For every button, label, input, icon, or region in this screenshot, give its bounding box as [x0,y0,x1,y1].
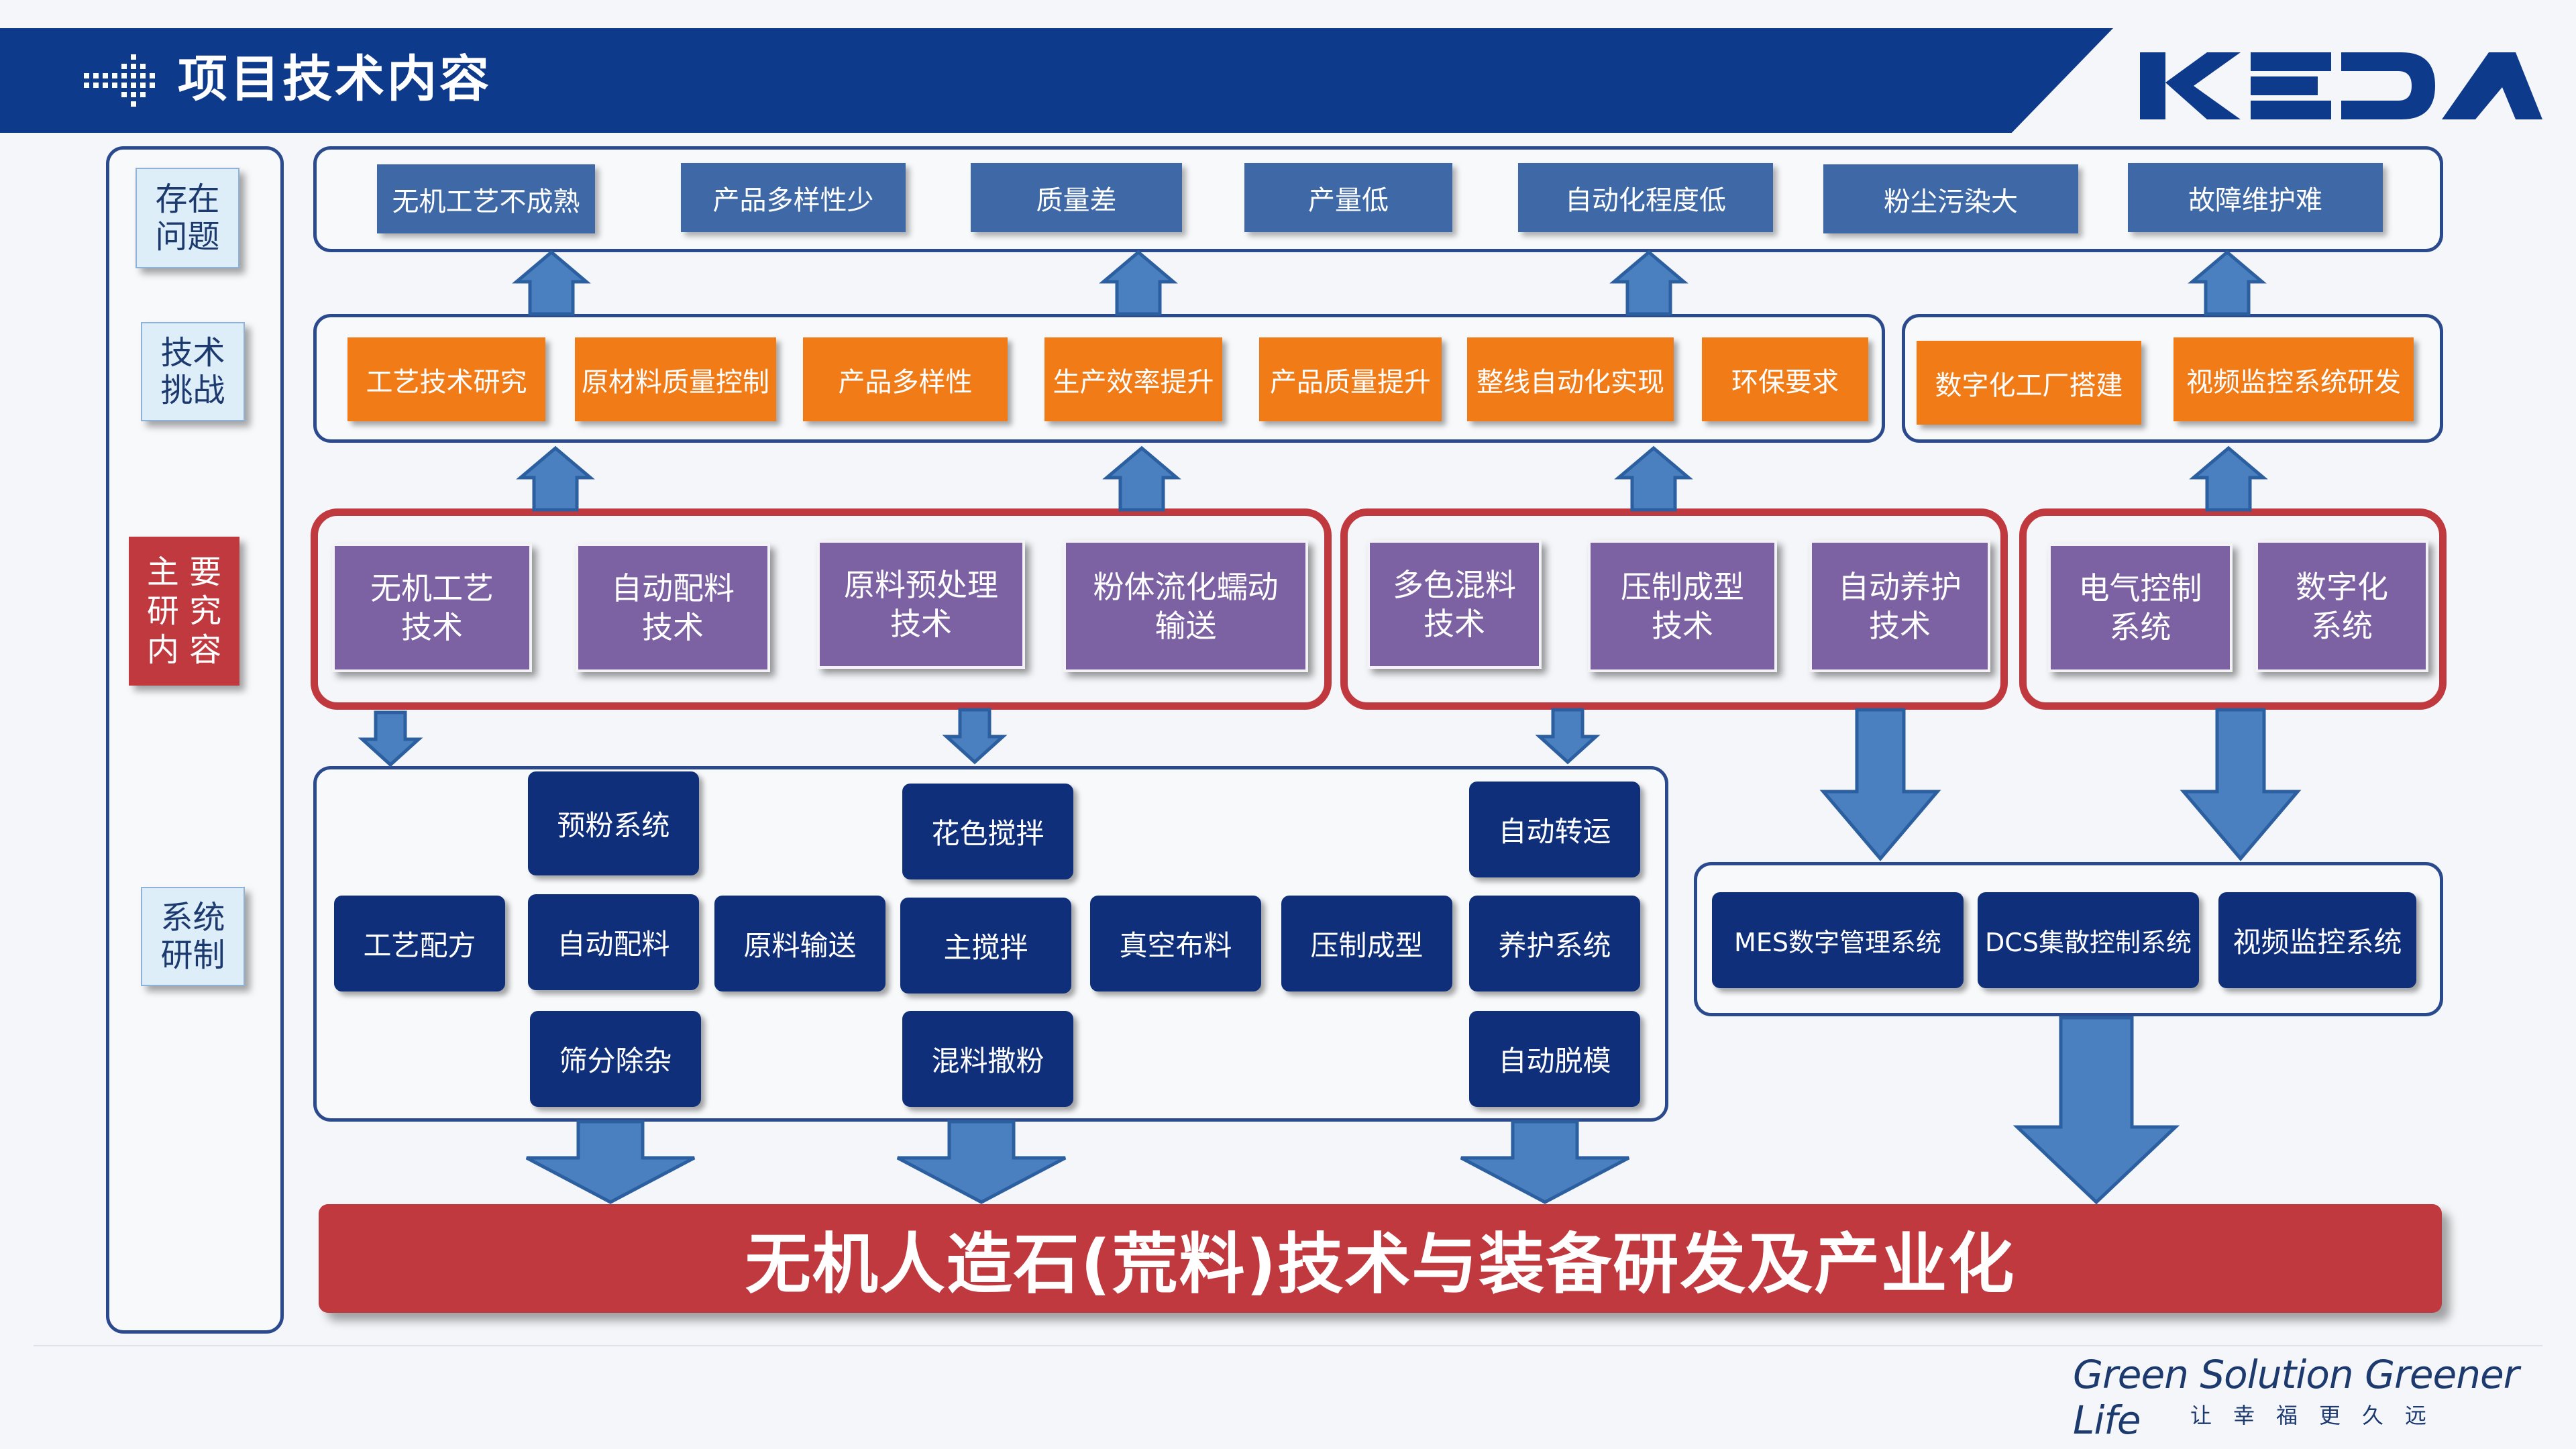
problem-low-diversity: 产品多样性少 [681,163,906,232]
system-powder-spreading: 混料撒粉 [902,1011,1073,1107]
arrow-down-8 [1460,1120,1630,1204]
system-main-mixing: 主搅拌 [900,898,1071,994]
header-bar [0,28,2113,133]
research-electric-control: 电气控制 系统 [2048,543,2233,672]
arrow-down-7 [896,1120,1067,1204]
problem-poor-quality: 质量差 [971,163,1182,232]
system-press-forming: 压制成型 [1281,896,1452,991]
arrow-up-1 [517,252,586,314]
challenge-digital-factory: 数字化工厂搭建 [1917,341,2141,425]
research-powder-conveying: 粉体流化蠕动 输送 [1063,540,1308,672]
arrow-up-2 [1104,252,1173,314]
problem-low-output: 产量低 [1244,163,1452,232]
challenge-video-monitoring: 视频监控系统研发 [2174,337,2414,421]
label-research: 主 要 研 究 内 容 [129,537,239,686]
research-material-pretreatment: 原料预处理 技术 [817,540,1025,669]
problem-maintenance: 故障维护难 [2128,163,2383,232]
arrow-down-4 [1819,708,1941,861]
system-material-conveying: 原料输送 [714,896,885,991]
arrow-down-3 [1540,710,1596,762]
problem-low-automation: 自动化程度低 [1518,163,1773,232]
system-auto-batching: 自动配料 [528,894,699,990]
challenge-quality-improve: 产品质量提升 [1259,337,1442,421]
research-group-equipment [1340,508,2008,710]
system-auto-demolding: 自动脱模 [1469,1011,1640,1107]
system-color-mixing: 花色搅拌 [902,784,1073,879]
slogan-chinese: 让幸福更久远 [2190,1403,2449,1428]
system-mes: MES数字管理系统 [1712,892,1964,988]
research-multicolor-mixing: 多色混料 技术 [1367,540,1542,669]
page-title: 项目技术内容 [178,50,492,108]
system-curing: 养护系统 [1469,896,1640,991]
arrow-down-6 [525,1120,696,1204]
arrow-down-1 [362,712,419,765]
system-screening: 筛分除杂 [530,1011,701,1107]
arrow-up-3 [1614,252,1684,314]
arrow-down-2 [947,710,1003,762]
challenge-environment: 环保要求 [1702,337,1868,421]
research-group-control [2019,508,2447,710]
system-auto-transfer: 自动转运 [1469,782,1640,877]
project-banner: 无机人造石(荒料)技术与装备研发及产业化 [319,1204,2442,1313]
arrow-up-7 [1619,448,1688,510]
arrow-down-9 [2012,1016,2180,1205]
system-dcs: DCS集散控制系统 [1978,892,2199,988]
arrow-up-8 [2194,448,2263,510]
label-problems: 存在 问题 [136,168,239,268]
research-inorganic-process: 无机工艺 技术 [332,543,532,672]
footer-divider [34,1345,2542,1346]
system-process-formula: 工艺配方 [334,896,505,991]
system-video-monitoring: 视频监控系统 [2218,892,2416,988]
dotted-arrow-icon [84,54,155,107]
system-pre-powder: 预粉系统 [528,771,699,875]
label-challenges: 技术 挑战 [141,322,245,421]
challenge-process-research: 工艺技术研究 [347,337,545,421]
slogan-english: Green Solution Greener Life [2073,1352,2520,1443]
research-digital-system: 数字化 系统 [2255,540,2428,672]
challenge-material-quality: 原材料质量控制 [575,337,776,421]
research-group-process [311,508,1332,710]
challenge-efficiency: 生产效率提升 [1044,337,1222,421]
arrow-up-4 [2192,252,2262,314]
label-systems: 系统 研制 [141,887,245,986]
problem-immature-process: 无机工艺不成熟 [377,164,595,233]
research-auto-batching: 自动配料 技术 [576,543,770,672]
arrow-down-5 [2180,708,2302,861]
research-press-forming: 压制成型 技术 [1588,540,1777,672]
challenge-product-diversity: 产品多样性 [803,337,1008,421]
challenge-line-automation: 整线自动化实现 [1467,337,1674,421]
arrow-up-6 [1107,448,1177,510]
research-auto-curing: 自动养护 技术 [1809,540,1990,672]
keda-logo [2140,52,2542,119]
system-vacuum-distribution: 真空布料 [1090,896,1261,991]
arrow-up-5 [521,448,590,510]
problem-dust-pollution: 粉尘污染大 [1823,164,2078,233]
